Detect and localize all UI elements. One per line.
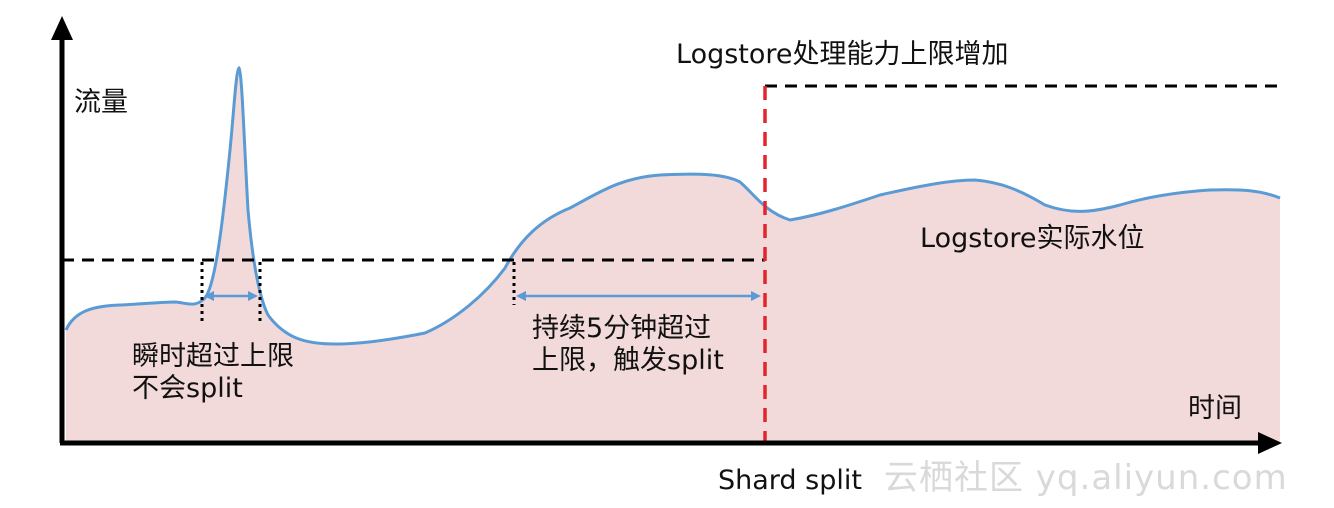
actual-level-label: Logstore实际水位 <box>920 223 1145 254</box>
traffic-area-fill <box>66 68 1280 443</box>
shard-split-label: Shard split <box>718 465 862 496</box>
sustained-note-line1: 持续5分钟超过 <box>532 313 712 344</box>
spike-note-line2: 不会split <box>132 373 243 404</box>
sustained-note-line2: 上限，触发split <box>532 345 724 376</box>
spike-duration-arrow <box>204 291 258 301</box>
y-axis-label: 流量 <box>74 87 128 118</box>
x-axis-label: 时间 <box>1188 393 1242 424</box>
capacity-increase-label: Logstore处理能力上限增加 <box>676 39 1009 70</box>
spike-note-line1: 瞬时超过上限 <box>132 341 294 372</box>
watermark: 云栖社区 yq.aliyun.com <box>884 458 1288 498</box>
sustained-duration-arrow <box>516 291 761 301</box>
traffic-curve <box>64 65 1281 346</box>
y-axis <box>51 16 73 443</box>
x-axis <box>60 432 1282 454</box>
